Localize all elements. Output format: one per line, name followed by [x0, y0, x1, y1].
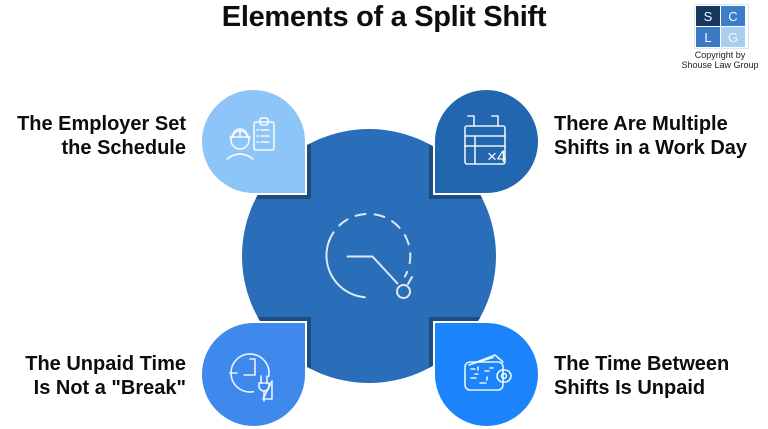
sclg-logo: S C L G — [694, 4, 749, 49]
bubble-time-between-unpaid — [433, 321, 540, 428]
bubble-employer-schedule — [200, 88, 307, 195]
label-line: Shifts Is Unpaid — [554, 377, 706, 399]
logo-cell-l: L — [696, 27, 720, 47]
logo-cell-s: S — [696, 6, 720, 26]
wallet-icon — [463, 353, 512, 391]
label-multiple-shifts: There Are Multiple Shifts in a Work Day — [554, 112, 766, 160]
label-line: The Time Between — [554, 353, 730, 375]
label-line: Is Not a "Break" — [33, 377, 186, 399]
label-line: Shifts in a Work Day — [554, 137, 748, 159]
label-line: There Are Multiple — [554, 113, 728, 135]
calendar-x4-icon: ×4 — [463, 114, 506, 166]
copyright-text: Copyright by Shouse Law Group — [672, 50, 768, 70]
clock-icon — [325, 212, 413, 299]
label-employer-schedule: The Employer Set the Schedule — [0, 112, 186, 160]
calendar-badge: ×4 — [487, 147, 506, 166]
label-time-between-unpaid: The Time Between Shifts Is Unpaid — [554, 352, 766, 400]
logo-cell-g: G — [721, 27, 745, 47]
bubble-multiple-shifts: ×4 — [433, 88, 540, 195]
page-title: Elements of a Split Shift — [221, 1, 547, 33]
copyright-line-1: Copyright by — [694, 50, 746, 60]
bubble-unpaid-break — [200, 321, 307, 428]
label-line: The Employer Set — [17, 113, 186, 135]
worker-clipboard-icon — [225, 116, 275, 160]
logo-cell-c: C — [721, 6, 745, 26]
clock-plug-icon — [228, 352, 273, 402]
label-line: the Schedule — [61, 137, 186, 159]
label-line: The Unpaid Time — [25, 353, 186, 375]
label-unpaid-break: The Unpaid Time Is Not a "Break" — [0, 352, 186, 400]
copyright-line-2: Shouse Law Group — [681, 60, 759, 70]
